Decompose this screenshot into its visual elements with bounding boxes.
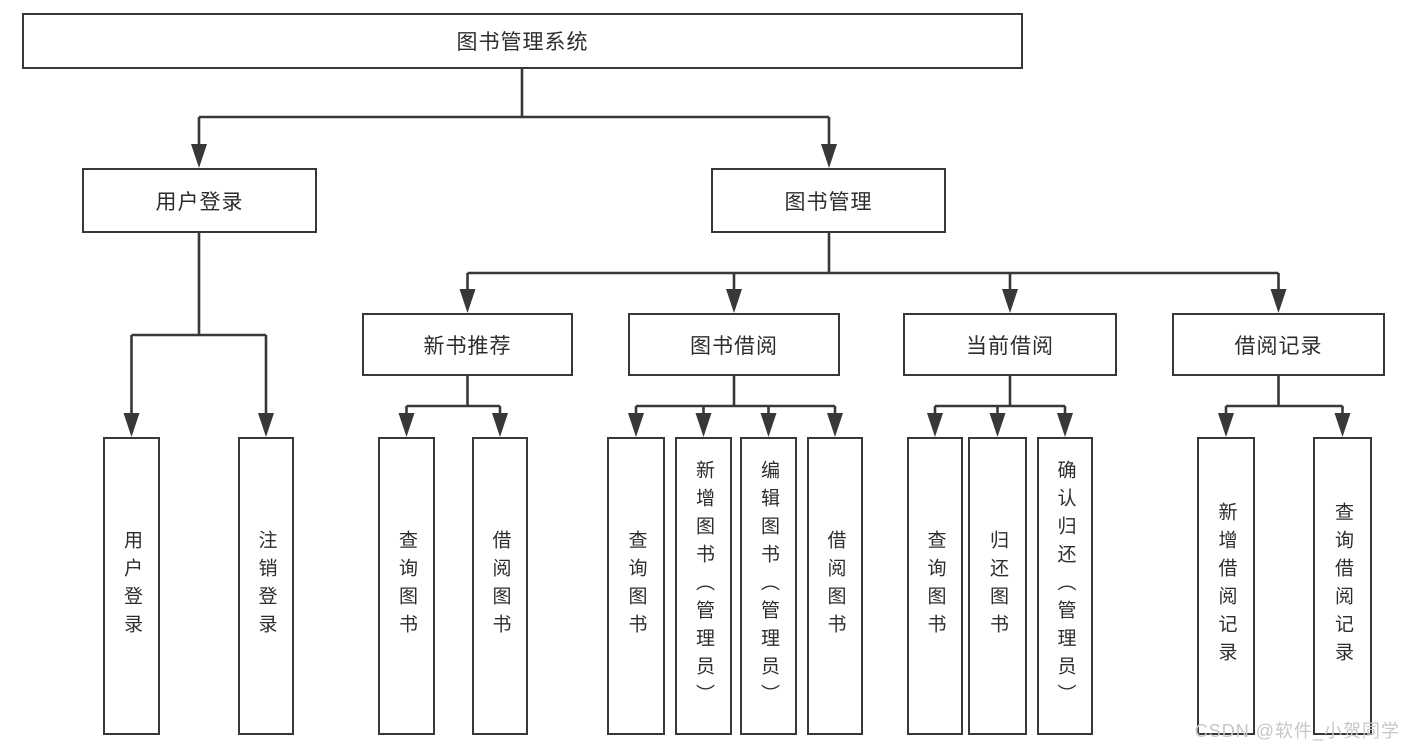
node-label: 新增借阅记录 bbox=[1215, 502, 1237, 670]
arrowhead bbox=[123, 413, 140, 437]
leaf-return-books: 归还图书 bbox=[968, 437, 1027, 735]
arrowhead bbox=[695, 413, 712, 437]
arrowhead bbox=[1002, 289, 1018, 313]
node-label: 借阅记录 bbox=[1234, 334, 1323, 358]
leaf-add-book-admin: 新增图书（管理员） bbox=[675, 437, 732, 735]
arrowhead bbox=[1057, 413, 1073, 437]
arrowhead bbox=[191, 144, 207, 168]
leaf-edit-book-admin: 编辑图书（管理员） bbox=[740, 437, 797, 735]
node-new-book-recommendation: 新书推荐 bbox=[362, 313, 573, 376]
leaf-borrow-books-borrowing: 借阅图书 bbox=[807, 437, 863, 735]
leaf-add-borrow-record: 新增借阅记录 bbox=[1197, 437, 1255, 735]
leaf-query-books-recommend: 查询图书 bbox=[378, 437, 435, 735]
leaf-confirm-return-admin: 确认归还（管理员） bbox=[1037, 437, 1093, 735]
arrowhead bbox=[1334, 413, 1351, 437]
arrowhead bbox=[628, 413, 644, 437]
arrowhead bbox=[1218, 413, 1234, 437]
node-label: 图书管理 bbox=[784, 190, 873, 214]
arrowhead bbox=[927, 413, 943, 437]
node-label: 查询图书 bbox=[625, 530, 647, 642]
arrowhead bbox=[821, 144, 837, 168]
arrowhead bbox=[398, 413, 415, 437]
node-book-borrowing: 图书借阅 bbox=[628, 313, 840, 376]
leaf-query-books-current: 查询图书 bbox=[907, 437, 963, 735]
arrowhead bbox=[492, 413, 508, 437]
node-label: 查询图书 bbox=[396, 530, 417, 642]
node-label: 图书借阅 bbox=[690, 334, 778, 358]
leaf-borrow-books-recommend: 借阅图书 bbox=[472, 437, 528, 735]
node-label: 编辑图书（管理员） bbox=[758, 460, 779, 712]
leaf-query-books-borrowing: 查询图书 bbox=[607, 437, 665, 735]
arrowhead bbox=[760, 413, 777, 437]
node-current-borrowing: 当前借阅 bbox=[903, 313, 1117, 376]
node-root: 图书管理系统 bbox=[22, 13, 1023, 69]
arrowhead bbox=[459, 289, 476, 313]
leaf-query-borrow-record: 查询借阅记录 bbox=[1313, 437, 1372, 735]
node-label: 用户登录 bbox=[155, 190, 244, 214]
node-label: 注销登录 bbox=[255, 530, 277, 642]
arrowhead bbox=[827, 413, 843, 437]
node-borrowing-records: 借阅记录 bbox=[1172, 313, 1385, 376]
node-label: 新增图书（管理员） bbox=[693, 460, 714, 712]
arrowhead bbox=[989, 413, 1006, 437]
node-label: 查询借阅记录 bbox=[1332, 502, 1353, 670]
node-book-management: 图书管理 bbox=[711, 168, 946, 233]
arrowhead bbox=[258, 413, 274, 437]
node-label: 图书管理系统 bbox=[456, 31, 589, 54]
leaf-logout: 注销登录 bbox=[238, 437, 294, 735]
node-label: 用户登录 bbox=[121, 530, 142, 642]
node-label: 借阅图书 bbox=[824, 530, 846, 642]
node-label: 归还图书 bbox=[987, 530, 1008, 642]
leaf-user-login: 用户登录 bbox=[103, 437, 160, 735]
node-label: 当前借阅 bbox=[966, 334, 1054, 358]
node-label: 借阅图书 bbox=[489, 530, 511, 642]
node-user-login: 用户登录 bbox=[82, 168, 317, 233]
arrowhead bbox=[1270, 289, 1287, 313]
node-label: 查询图书 bbox=[924, 530, 946, 642]
node-label: 新书推荐 bbox=[423, 334, 512, 358]
node-label: 确认归还（管理员） bbox=[1054, 460, 1076, 712]
watermark-text: CSDN @软件_小贺同学 bbox=[1194, 721, 1400, 741]
arrowhead bbox=[726, 289, 742, 313]
